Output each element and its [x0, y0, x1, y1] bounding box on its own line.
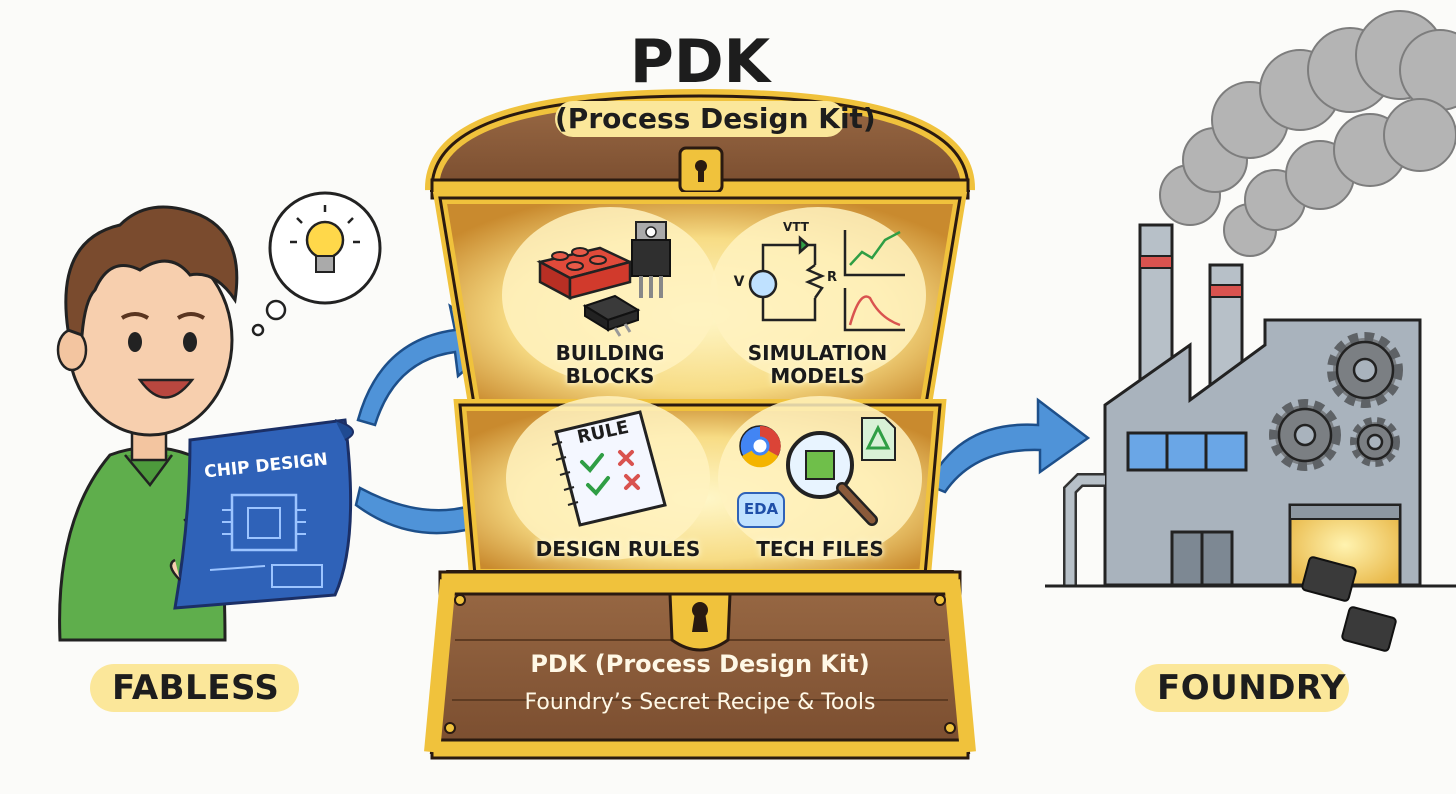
ic-package-icon	[582, 294, 641, 337]
factory	[1045, 10, 1456, 652]
circuit-source-label: V	[733, 274, 745, 290]
factory-window	[1126, 431, 1248, 472]
compartment-design-rules	[506, 396, 710, 560]
fabless-label: FABLESS	[90, 664, 299, 712]
eda-label: EDA	[743, 500, 779, 518]
gear-icon	[1269, 332, 1403, 471]
compartment-label-building-blocks: BUILDING BLOCKS	[555, 341, 665, 388]
circuit-resistor-label: R	[826, 270, 837, 285]
lightbulb-icon	[290, 205, 360, 273]
graph-icon	[843, 230, 905, 332]
compartment-tech-files	[718, 396, 922, 560]
lego-brick-icon	[536, 246, 634, 301]
compartment-label-simulation-models: SIMULATION MODELS	[747, 341, 888, 388]
browser-icon	[739, 425, 781, 468]
chest-plaque-subtitle: Foundry’s Secret Recipe & Tools	[524, 690, 876, 715]
chest-plaque-title: PDK (Process Design Kit)	[530, 650, 870, 678]
thought-bubble	[251, 191, 382, 337]
transistor-icon	[631, 221, 671, 298]
rulebook-icon	[551, 410, 667, 527]
page-subtitle: (Process Design Kit)	[555, 101, 876, 137]
compartment-building-blocks	[502, 207, 718, 383]
magnifier-icon	[786, 431, 878, 526]
compartment-label-design-rules: DESIGN RULES	[535, 537, 701, 561]
file-icon	[861, 417, 896, 461]
blueprint	[169, 418, 354, 610]
circuit-diagram-icon	[748, 235, 826, 322]
page-title: PDK	[629, 27, 771, 97]
circuit-top-label: VTT	[783, 220, 809, 234]
compartment-simulation-models	[710, 207, 926, 383]
eda-badge	[737, 492, 785, 528]
chip-icon	[1301, 556, 1397, 652]
compartment-label-tech-files: TECH FILES	[756, 537, 884, 561]
smoke-cloud	[1159, 10, 1456, 257]
foundry-label: FOUNDRY	[1135, 664, 1349, 712]
